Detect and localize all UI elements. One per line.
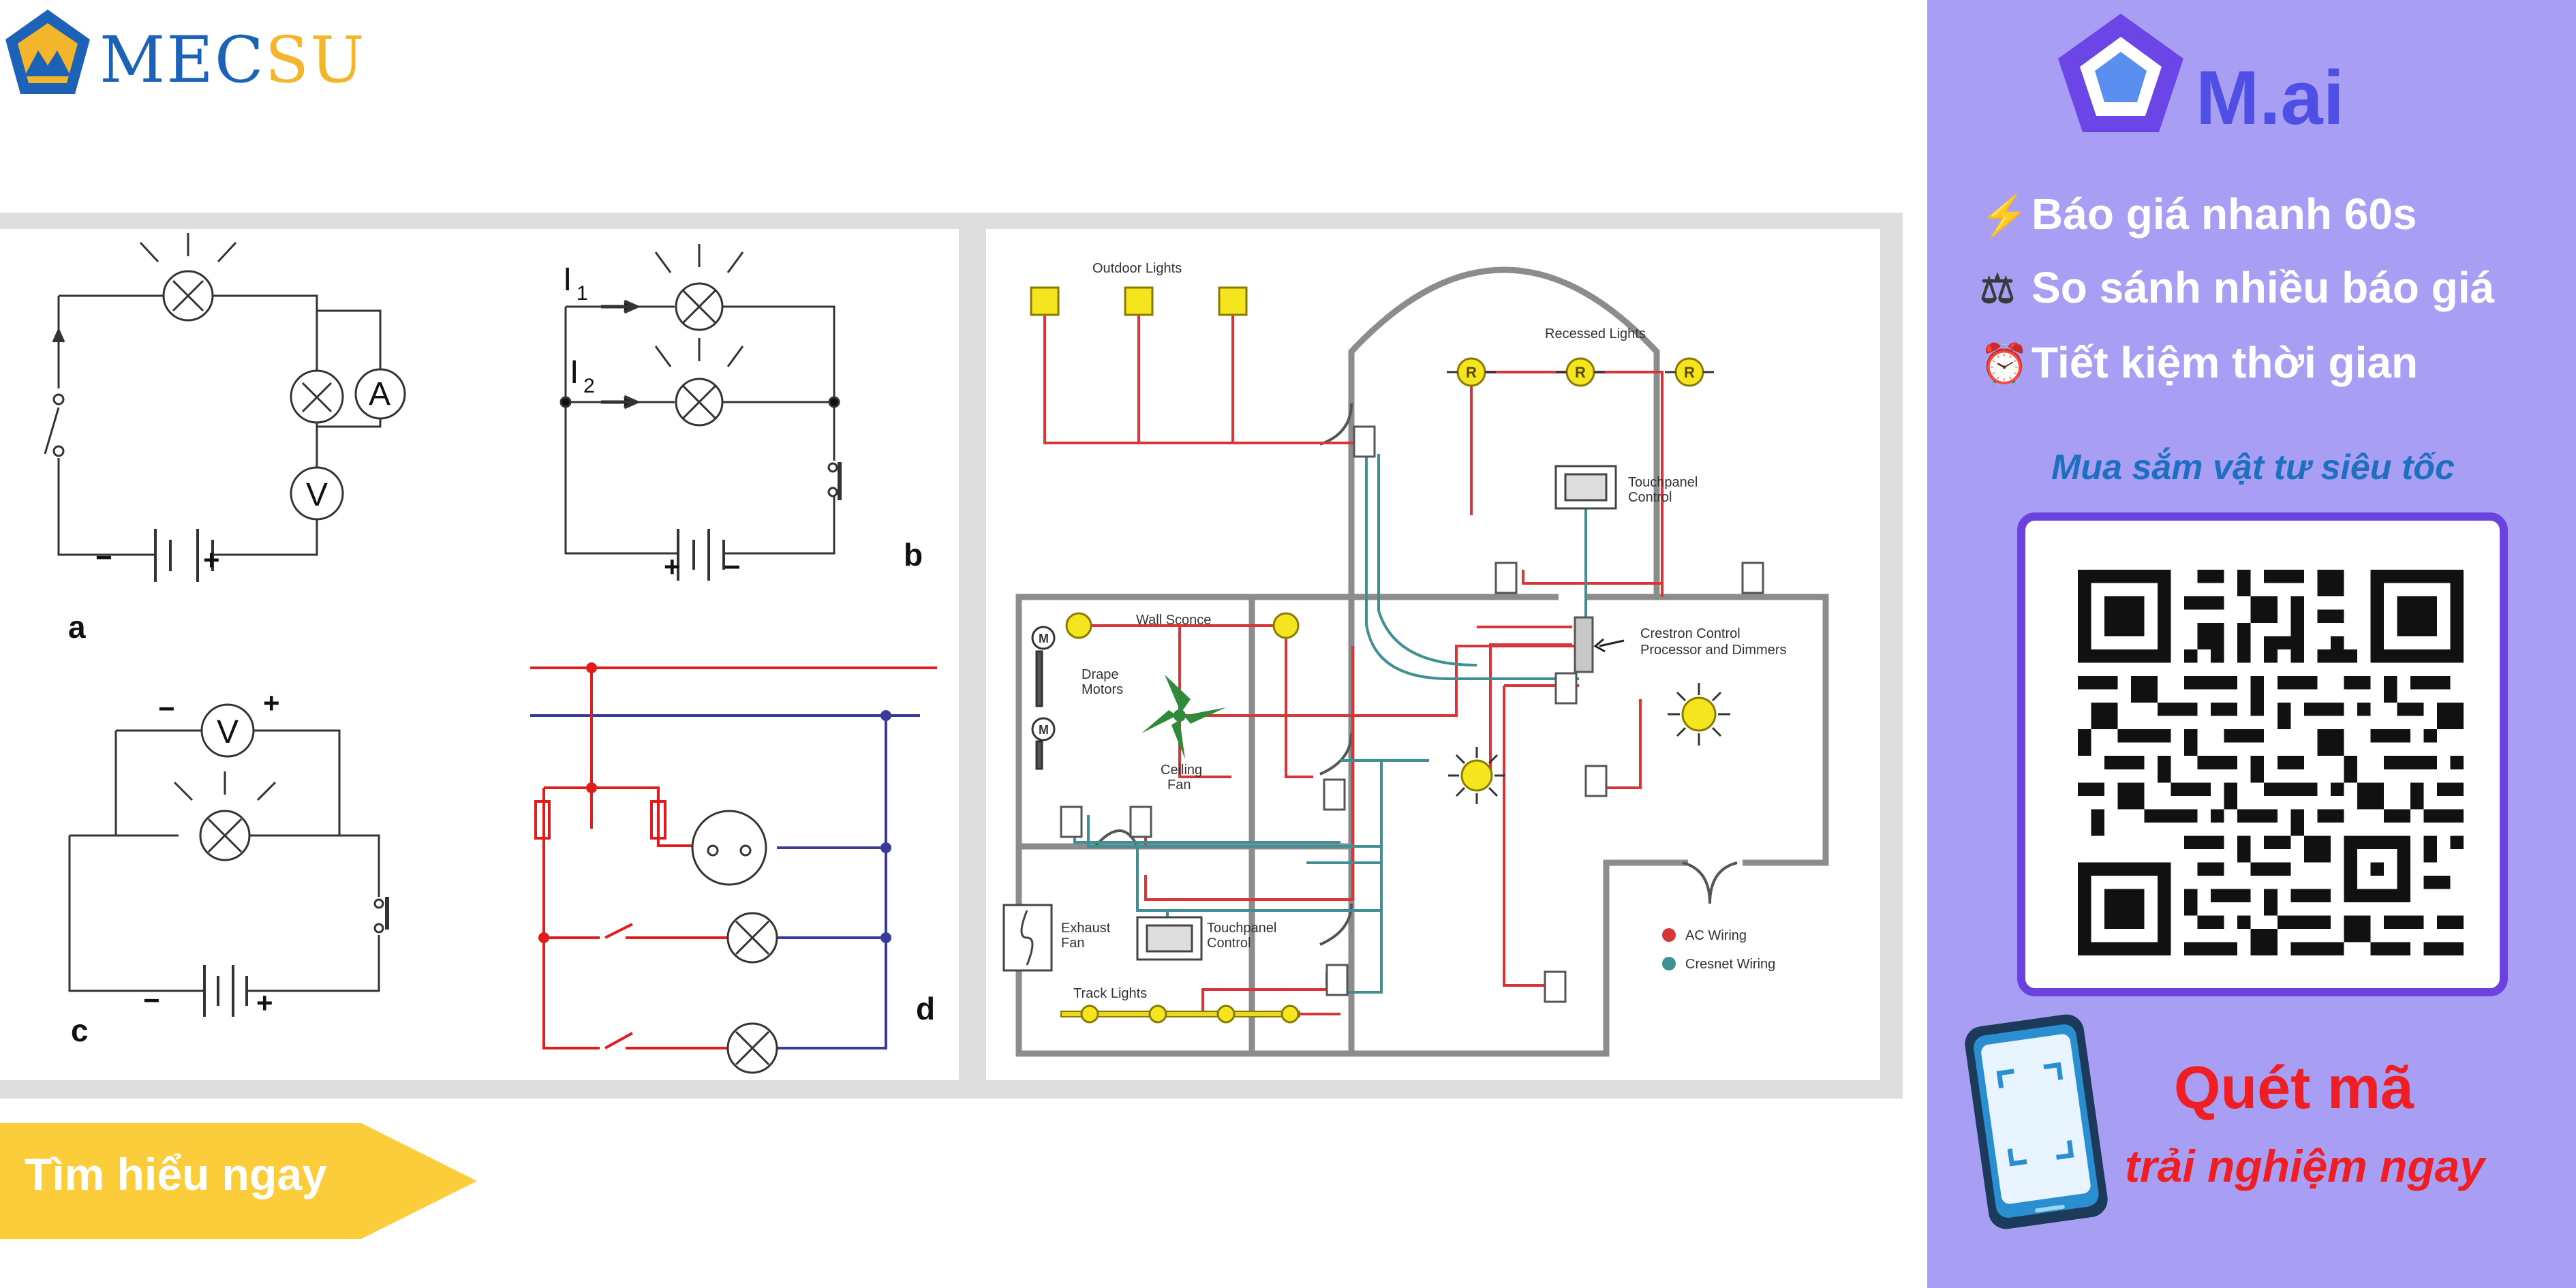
svg-text:Fan: Fan xyxy=(1167,778,1191,793)
svg-text:−: − xyxy=(95,541,112,573)
legend-swatch-ac xyxy=(1662,928,1676,942)
svg-text:V: V xyxy=(306,477,328,513)
label-c: c xyxy=(71,1013,89,1048)
scan-subtitle: trải nghiệm ngay xyxy=(2125,1141,2485,1191)
circuit-b xyxy=(564,244,842,581)
label-outdoor-lights: Outdoor Lights xyxy=(1092,261,1182,276)
svg-text:I: I xyxy=(570,354,579,390)
svg-text:Ceiling: Ceiling xyxy=(1161,763,1202,778)
label-b: b xyxy=(904,537,923,572)
svg-text:+: + xyxy=(256,987,273,1019)
svg-text:+: + xyxy=(664,551,681,583)
circuit-a xyxy=(44,233,406,582)
learn-more-button[interactable] xyxy=(0,1123,477,1239)
ac-wiring xyxy=(1043,303,1663,1015)
svg-text:V: V xyxy=(217,714,239,750)
svg-text:Crestron Control: Crestron Control xyxy=(1640,626,1741,641)
phone-scan-icon xyxy=(1965,1014,2108,1229)
label-track-lights: Track Lights xyxy=(1073,986,1147,1001)
outdoor-lights xyxy=(1030,286,1248,316)
svg-text:1: 1 xyxy=(577,282,588,305)
svg-text:−: − xyxy=(143,984,160,1016)
scan-title: Quét mã xyxy=(2174,1054,2414,1121)
svg-text:A: A xyxy=(369,376,390,412)
circuit-c xyxy=(68,703,389,1017)
svg-text:+: + xyxy=(263,687,280,719)
svg-text:I: I xyxy=(563,262,572,298)
svg-text:AC Wiring: AC Wiring xyxy=(1685,928,1747,943)
ceiling-fan-icon xyxy=(1141,675,1226,759)
lamp-icon xyxy=(162,270,214,322)
circuit-diagrams: a b c d A V V I 1 I 2 + − + − + − + − xyxy=(44,233,937,1074)
mecsu-logo[interactable] xyxy=(0,0,300,109)
switch-icon xyxy=(44,407,60,455)
wiring-legend: AC Wiring Cresnet Wiring xyxy=(1662,928,1775,972)
svg-text:2: 2 xyxy=(583,375,595,397)
svg-text:Drape: Drape xyxy=(1082,667,1118,682)
svg-text:Touchpanel: Touchpanel xyxy=(1628,475,1698,490)
legend-swatch-cresnet xyxy=(1662,957,1676,970)
scales-icon: ⚖ xyxy=(1980,267,2015,311)
ammeter-icon xyxy=(354,368,406,420)
svg-text:Motors: Motors xyxy=(1082,682,1123,697)
socket-icon xyxy=(691,810,767,886)
svg-text:−: − xyxy=(158,692,175,724)
svg-text:Touchpanel: Touchpanel xyxy=(1207,921,1276,936)
qr-code[interactable] xyxy=(2017,512,2508,996)
floor-plan: R R R M M xyxy=(1002,261,1829,1057)
svg-text:Exhaust: Exhaust xyxy=(1061,921,1111,936)
learn-more-label[interactable]: Tìm hiểu ngay xyxy=(25,1149,327,1199)
alarm-clock-icon: ⏰ xyxy=(1980,342,2029,386)
feature-compare-quotes: ⚖So sánh nhiều báo giá xyxy=(1980,263,2495,312)
svg-text:M: M xyxy=(1039,632,1049,645)
brand-name: MECSU xyxy=(99,23,366,97)
label-recessed-lights: Recessed Lights xyxy=(1545,326,1646,341)
label-a: a xyxy=(68,609,86,645)
svg-text:Control: Control xyxy=(1207,936,1251,951)
drape-motors xyxy=(1031,626,1056,770)
shopping-caption: Mua sắm vật tư siêu tốc xyxy=(2051,448,2455,487)
qr-code-image xyxy=(2078,570,2464,955)
circuit-d xyxy=(530,666,937,1074)
label-wall-sconce: Wall Sconce xyxy=(1136,613,1211,628)
floor-plan-panel: R R R M M xyxy=(986,229,1880,1080)
svg-text:Cresnet Wiring: Cresnet Wiring xyxy=(1685,957,1775,972)
lightning-icon: ⚡ xyxy=(1980,194,2029,238)
crestron-processor-icon xyxy=(1574,616,1594,673)
svg-text:Fan: Fan xyxy=(1061,936,1084,951)
mai-logo-icon xyxy=(2058,14,2183,132)
cresnet-wiring xyxy=(1073,454,1587,994)
label-d: d xyxy=(916,991,935,1026)
circuit-diagrams-panel: a b c d A V V I 1 I 2 + − + − + − + − xyxy=(0,229,959,1080)
svg-text:Control: Control xyxy=(1628,490,1672,505)
svg-text:−: − xyxy=(724,551,741,583)
svg-text:R: R xyxy=(1575,364,1586,381)
svg-text:M: M xyxy=(1039,723,1049,737)
voltmeter-icon xyxy=(200,703,255,758)
svg-text:+: + xyxy=(203,544,220,576)
svg-text:R: R xyxy=(1466,364,1477,381)
feature-quick-quote: ⚡Báo giá nhanh 60s xyxy=(1980,189,2417,239)
feature-save-time: ⏰Tiết kiệm thời gian xyxy=(1980,338,2419,387)
svg-text:R: R xyxy=(1684,364,1695,381)
svg-text:Processor and Dimmers: Processor and Dimmers xyxy=(1640,643,1787,658)
app-name: M.ai xyxy=(2196,55,2344,140)
touchpanel-icon xyxy=(1136,465,1617,961)
track-lights xyxy=(1060,1005,1300,1024)
recessed-lights xyxy=(1447,357,1714,387)
